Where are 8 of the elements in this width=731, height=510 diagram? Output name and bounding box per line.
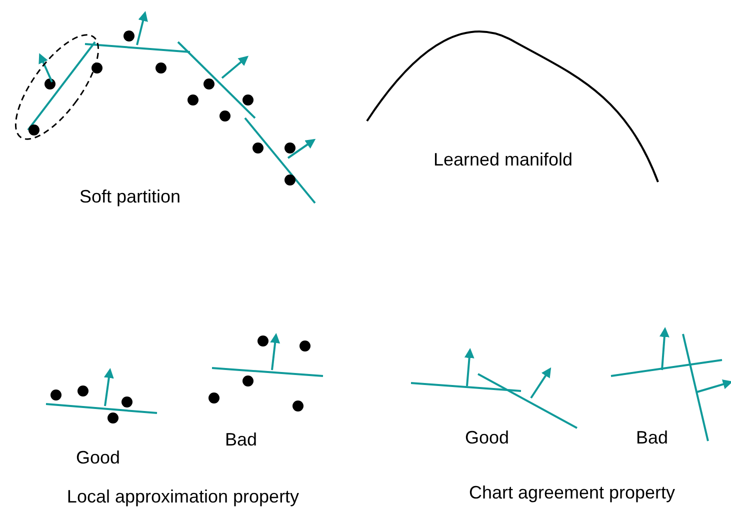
caption: Good <box>464 428 510 448</box>
caption: Chart agreement property <box>468 482 676 504</box>
caption: Local approximation property <box>66 486 300 508</box>
caption: Bad <box>636 428 668 448</box>
caption: Learned manifold <box>433 150 573 170</box>
caption: Bad <box>224 430 258 450</box>
caption: Soft partition <box>79 186 181 208</box>
caption: Good <box>76 448 120 468</box>
